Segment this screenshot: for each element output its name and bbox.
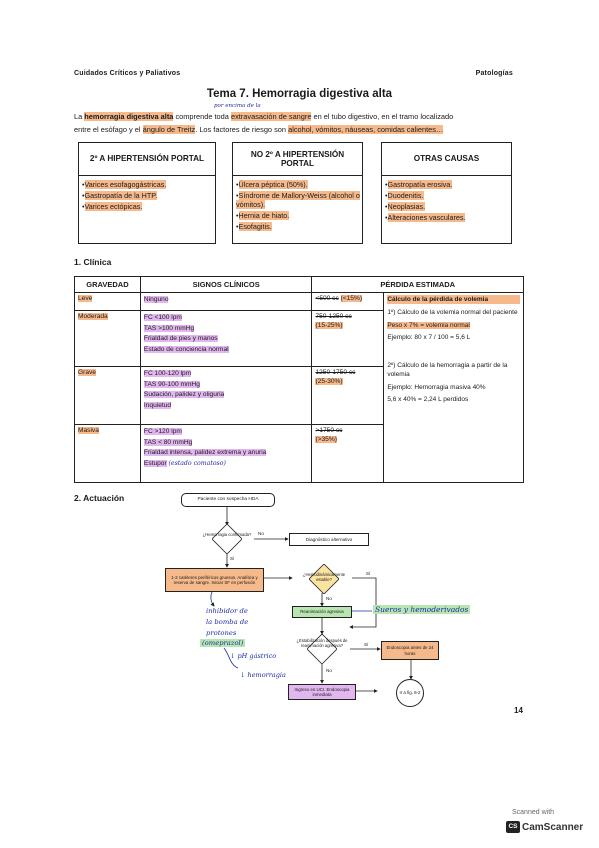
intro-text: . Los factores de riesgo son [195,125,289,134]
flow-decision-label: ¿Hemorragia confirmada? [202,532,252,537]
handwritten-note-sueros: Sueros y hemoderivados [373,605,471,614]
flow-decision-stable: ¿Hemodinámicamente estable? [297,563,351,595]
calc-step-1: 1º) Cálculo de la volemia normal del pac… [387,309,518,317]
cause-item: •Alteraciones vasculares. [385,213,466,222]
calc-formula: Peso x 7% = volemia normal [387,321,470,329]
intro-term-extravasacion: extravasación de sangre [230,112,312,121]
scanner-watermark-caption: Scanned with [512,809,555,816]
handwritten-note-ibp: inhibidor de la bomba de protones [206,606,248,639]
flow-label-si: Sí [230,556,235,561]
flow-decision-stabilized: ¿Estabilización después de reanimación a… [295,633,349,665]
cause-box-title: No 2º a hipertensión portal [233,143,362,176]
cause-box-title: Otras causas [382,143,511,176]
handwritten-line: protones [206,629,237,637]
intro-text: comprende toda [173,112,231,121]
cause-item: •Duodenitis. [385,191,424,200]
calc-step-2: 2º) Cálculo de la hemorragia a partir de… [387,361,508,379]
intro-paragraph: La hemorragia digestiva alta comprende t… [74,110,534,136]
camscanner-logo-icon: CS [506,821,520,833]
flow-decision-label: ¿Hemodinámicamente estable? [302,572,346,582]
severity-cell: Grave [74,366,141,425]
calc-example-1: Ejemplo: 80 x 7 / 100 = 5,6 L [387,334,471,342]
severity-table: Gravedad Signos clínicos Pérdida estimad… [74,276,524,483]
handwritten-note-omeprazol: (omeprazol) [200,639,246,647]
cause-item: •Úlcera péptica (50%). [236,180,308,189]
calc-result: 5,6 x 40% = 2,24 L perdidos [387,395,469,403]
severity-cell: Masiva [74,424,141,483]
intro-text: La [74,112,85,121]
flow-alternative-dx: Diagnóstico alternativo [289,533,369,546]
calc-cell: Cálculo de la pérdida de volemia 1º) Cál… [383,292,524,483]
section-heading-clinica: 1. Clínica [74,257,112,267]
flow-label-no: No [326,668,332,673]
intro-line-2: entre el esófago y el ángulo de Treitz. … [74,123,534,136]
cause-item: •Varices esofagogástricas. [82,180,167,189]
flow-aggressive-resuscitation: Reanimación agresiva [292,606,352,618]
handwritten-note-hemorrhage: ↓ hemorragia [240,671,286,679]
cause-box-title: 2º a hipertensión portal [79,143,215,176]
cause-box-non-portal: No 2º a hipertensión portal •Úlcera pépt… [232,142,363,244]
running-header-right: Patologías [475,70,513,77]
cause-box-other: Otras causas •Gastropatía erosiva. •Duod… [381,142,512,244]
table-row: Masiva FC >120 lpm TAS < 80 mmHg Frialda… [74,424,524,483]
cause-item: •Esofagitis. [236,222,272,231]
cause-box-portal: 2º a hipertensión portal •Varices esofag… [78,142,216,244]
handwritten-line: inhibidor de [206,607,248,615]
table-row: Leve Ninguno <500 cc (<15%) Cálculo de l… [74,292,524,483]
flow-start: Paciente con sospecha HDA [181,493,275,507]
camscanner-brand: CamScanner [522,821,584,833]
handwritten-note-ph: ↓ pH gástrico [230,652,277,660]
flow-step-catheters: 1-2 catéteres periféricos gruesos. Analí… [165,568,264,592]
cause-item: •Hernia de hiato. [236,211,290,220]
flow-icu-admission: Ingreso en UCI. Endoscopia inmediata [288,684,356,700]
intro-text: entre el esófago y el [74,125,143,134]
flow-endoscopy-24h: Endoscopia antes de 24 horas [381,641,439,660]
intro-line-1: La hemorragia digestiva alta comprende t… [74,110,534,123]
loss-cell: 1250-1750 cc(25-30%) [311,366,385,425]
flow-decision-confirmed: ¿Hemorragia confirmada? [200,523,254,555]
flow-label-si: Sí [366,571,371,576]
flow-label-no: No [326,596,332,601]
cause-item: •Gastropatía de la HTP. [82,191,158,200]
intro-risk-factors: alcohol, vómitos, náuseas, comidas calie… [288,125,444,134]
flow-goto-figure: Ir a fig. 8-2 [396,679,424,707]
signs-cell: FC >120 lpm TAS < 80 mmHg Frialdad inten… [139,424,313,483]
flow-label-si: Sí [364,642,369,647]
calc-title: Cálculo de la pérdida de volemia [387,295,520,305]
handwritten-note-intro: por encima de la [214,103,261,109]
intro-term-hda: hemorragia digestiva alta [84,112,174,121]
cause-item: •Gastropatía erosiva. [385,180,453,189]
cause-item: •Varices ectópicas. [82,202,143,211]
page-number: 14 [514,706,523,715]
page-title: Tema 7. Hemorragia digestiva alta [206,88,393,100]
running-header-left: Cuidados Críticos y Paliativos [74,70,181,77]
loss-cell: 750-1250 cc(15-25%) [311,310,385,367]
flow-label-no: No [258,531,264,536]
section-heading-actuacion: 2. Actuación [74,493,125,503]
intro-text: en el tubo digestivo, en el tramo locali… [311,112,454,121]
handwritten-line: la bomba de [206,618,249,626]
handwritten-note-stupor: (estado comatoso) [168,459,226,467]
severity-cell: Moderada [74,310,141,367]
intro-term-treitz: ángulo de Treitz [142,125,196,134]
flow-decision-label: ¿Estabilización después de reanimación a… [296,638,348,648]
cause-item: •Síndrome de Mallory-Weiss (alcohol o vó… [236,191,360,209]
loss-cell: >1750 cc(>35%) [311,424,385,483]
scanner-watermark: CS CamScanner [506,821,583,833]
cause-item: •Neoplasias. [385,202,426,211]
calc-example-2: Ejemplo: Hemorragia masiva 40% [387,383,486,391]
